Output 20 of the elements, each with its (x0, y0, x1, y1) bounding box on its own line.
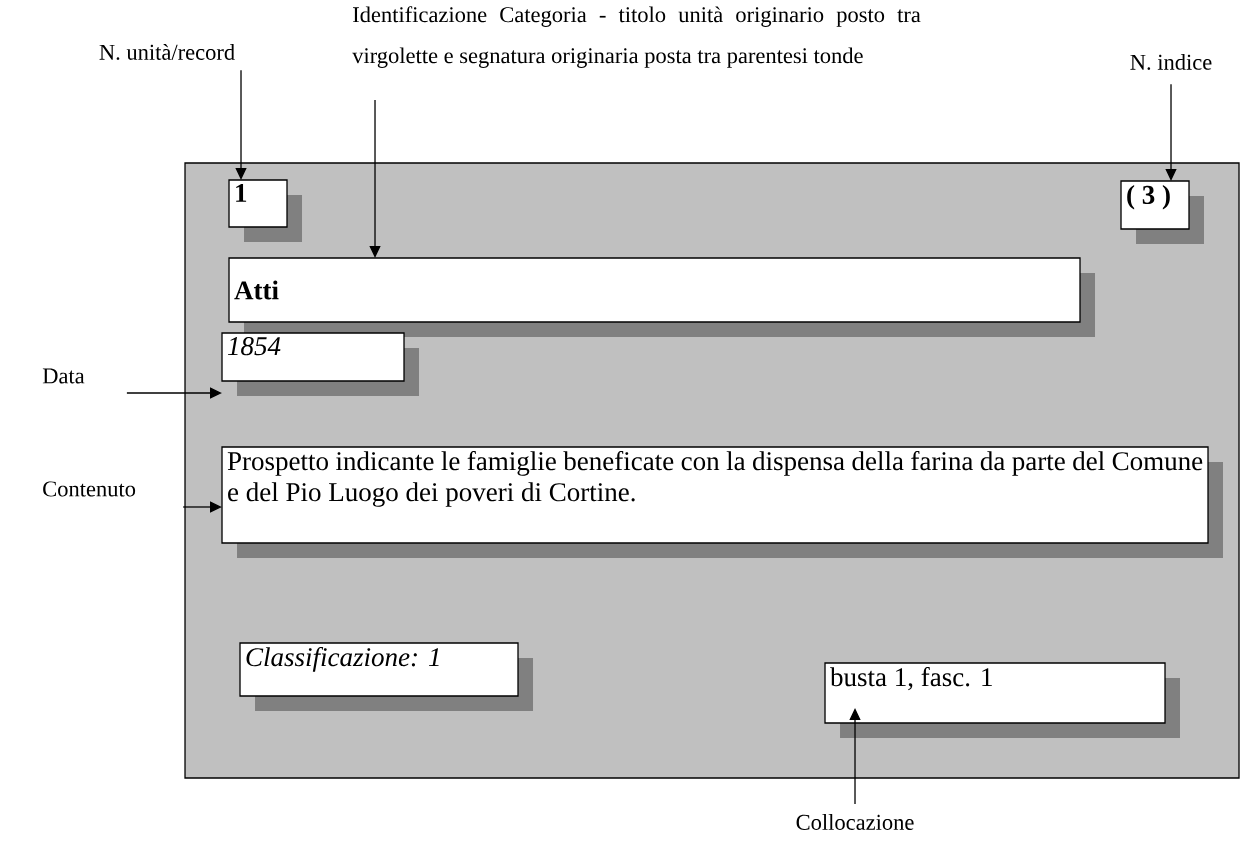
field-box: Prospetto indicante le famiglie beneficate con la dispensa della farina da parte del Comune e del Pio Luogo dei poveri di Cortine. (221, 446, 1223, 558)
callout-text: Contenuto (43, 481, 136, 497)
field-box: ( 3 ) (1120, 180, 1204, 244)
arrow (235, 69, 247, 180)
arrow (1165, 83, 1177, 181)
arrow (182, 501, 222, 513)
callout-text: N. unità/record (99, 44, 235, 60)
field-box: Classificazione: 1 (239, 642, 533, 711)
node-label: 1 (236, 183, 247, 202)
field-box: busta 1, fasc. 1 (824, 662, 1180, 738)
field-box: 1 (228, 179, 302, 242)
field-box: 1854 (221, 332, 419, 396)
arrow (369, 99, 381, 258)
callout-text: N. indice (1130, 54, 1212, 70)
field-box: Atti (228, 257, 1095, 337)
arrow (126, 387, 222, 399)
callout-text: Data (42, 368, 85, 384)
callout-text: Identificazione Categoria - titolo unità originario posto tra virgolette e segnatura originaria posta tra parentesi tonde (352, 6, 921, 68)
arrow (849, 708, 861, 805)
callout-text: Collocazione (796, 814, 914, 830)
